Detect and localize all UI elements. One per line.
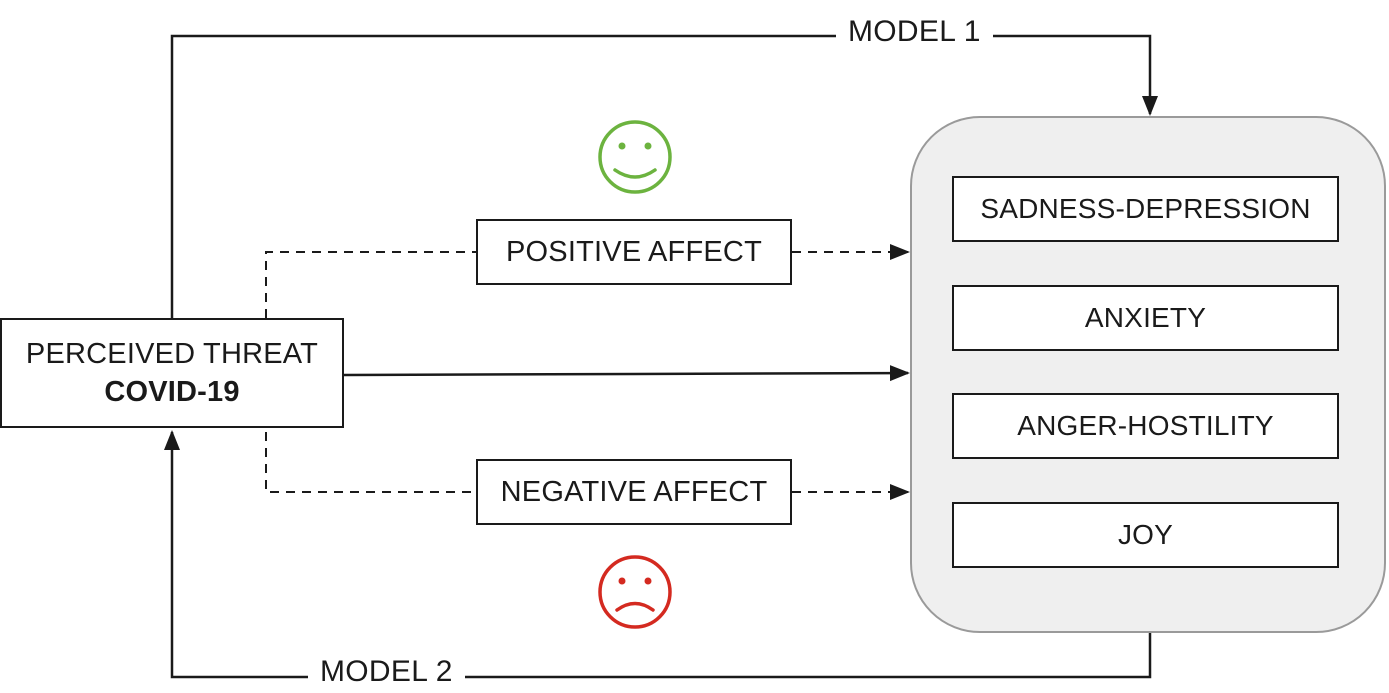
outcome-box-joy: JOY bbox=[952, 502, 1339, 568]
negative-affect-label: NEGATIVE AFFECT bbox=[500, 475, 768, 508]
frowny-face-icon bbox=[598, 555, 672, 629]
direct-effect-arrow bbox=[343, 365, 910, 382]
perceived-threat-box: PERCEIVED THREAT COVID-19 bbox=[0, 318, 344, 428]
threat-to-positive-dashed bbox=[265, 251, 476, 318]
threat-to-negative-dashed bbox=[265, 432, 476, 493]
threat-label: PERCEIVED THREAT bbox=[25, 338, 319, 370]
outcome-box-anger-hostility: ANGER-HOSTILITY bbox=[952, 393, 1339, 459]
positive-affect-label: POSITIVE AFFECT bbox=[506, 235, 762, 268]
negative-affect-box: NEGATIVE AFFECT bbox=[476, 459, 792, 525]
smiley-face-icon bbox=[598, 120, 672, 194]
model1-path bbox=[170, 34, 1158, 318]
model2-label: MODEL 2 bbox=[308, 655, 465, 689]
outcome-label: ANXIETY bbox=[1084, 302, 1207, 333]
threat-label-bold: COVID-19 bbox=[104, 376, 240, 408]
model2-path bbox=[164, 430, 1152, 679]
outcome-label: ANGER-HOSTILITY bbox=[1017, 410, 1274, 441]
outcome-box-sadness-depression: SADNESS-DEPRESSION bbox=[952, 176, 1339, 242]
positive-affect-box: POSITIVE AFFECT bbox=[476, 219, 792, 285]
outcome-box-anxiety: ANXIETY bbox=[952, 285, 1339, 351]
model1-label: MODEL 1 bbox=[836, 15, 993, 49]
outcome-label: JOY bbox=[1117, 519, 1174, 550]
outcome-label: SADNESS-DEPRESSION bbox=[980, 193, 1311, 224]
